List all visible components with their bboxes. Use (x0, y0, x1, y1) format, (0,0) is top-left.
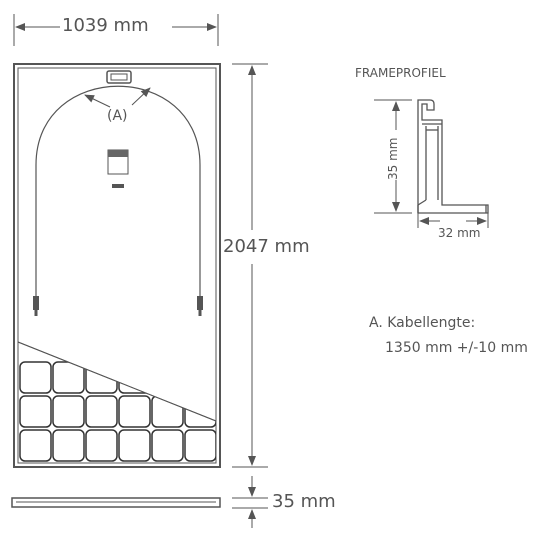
frame-profile-width-label: 32 mm (438, 226, 481, 240)
note-line-1: A. Kabellengte: (369, 315, 476, 331)
width-dimension (13, 14, 219, 46)
callout-arrows (84, 87, 151, 108)
side-view (11, 497, 221, 508)
connector-right (197, 296, 203, 316)
thickness-dimension (232, 476, 268, 528)
cable (35, 85, 201, 300)
frame-profile-height-label: 35 mm (386, 137, 400, 180)
label-plate (107, 149, 129, 188)
frame-profile-width-dim (417, 213, 489, 228)
connector-left (33, 296, 39, 316)
thickness-label: 35 mm (272, 491, 336, 512)
height-dimension (232, 63, 268, 468)
note-line-2: 1350 mm +/-10 mm (385, 340, 528, 356)
frame-profile-title: FRAMEPROFIEL (355, 66, 446, 80)
frame-profile-height-dim (374, 99, 412, 214)
cell-cutaway (17, 341, 217, 464)
height-label: 2047 mm (223, 236, 310, 257)
callout-marker: (A) (107, 108, 128, 124)
width-label: 1039 mm (62, 15, 149, 36)
frame-profile (417, 99, 489, 214)
